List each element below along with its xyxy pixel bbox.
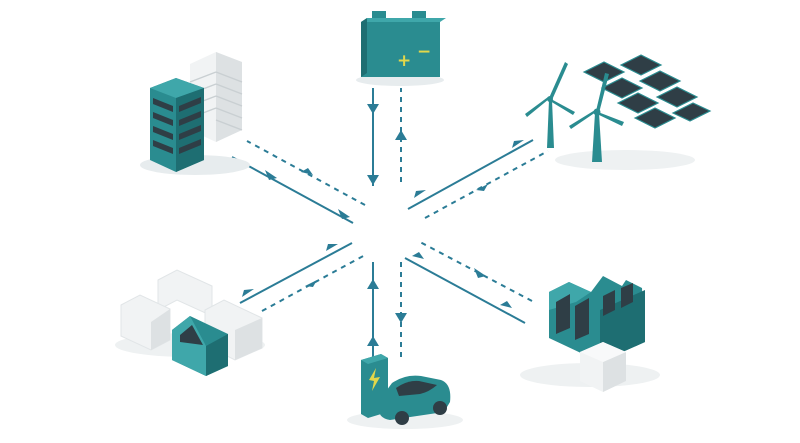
lightning-icon: [369, 368, 380, 391]
link-industry: [404, 241, 533, 324]
solid-line: [404, 257, 526, 324]
link-ev-charging: [367, 262, 407, 362]
ev-charging-icon: [347, 354, 463, 429]
arrow-down-icon: [395, 313, 407, 323]
arrow-icon: [474, 268, 486, 278]
link-homes: [239, 242, 366, 312]
battery-plus-label: +: [397, 51, 411, 71]
battery-icon: + −: [356, 11, 446, 86]
arrow-icon: [265, 170, 277, 180]
office-building-icon: [140, 52, 250, 175]
arrow-icon: [412, 252, 424, 259]
link-renewables: [407, 139, 549, 219]
arrow-icon: [301, 168, 313, 175]
solid-line: [231, 156, 354, 224]
arrow-up-icon: [367, 279, 379, 289]
arrow-icon: [338, 209, 350, 219]
link-battery: [367, 88, 407, 186]
arrow-down-icon: [367, 175, 379, 185]
arrow-up-icon: [367, 336, 379, 346]
house-icon: [115, 269, 265, 376]
link-offices: [231, 140, 366, 224]
arrow-icon: [512, 140, 524, 148]
arrow-icon: [242, 289, 254, 297]
arrow-up-icon: [395, 130, 407, 140]
factory-icon: [520, 276, 660, 392]
dashed-line: [246, 140, 366, 206]
wind-turbine-solar-icon: [525, 54, 712, 170]
arrow-icon: [326, 244, 338, 251]
arrow-down-icon: [367, 104, 379, 114]
arrow-icon: [414, 190, 426, 198]
flow-lines: [231, 88, 549, 362]
arrow-icon: [305, 280, 317, 287]
solid-line: [407, 139, 534, 210]
solid-line: [239, 242, 353, 304]
arrow-icon: [500, 301, 512, 308]
arrow-icon: [476, 184, 488, 191]
battery-minus-label: −: [417, 42, 431, 62]
dashed-line: [424, 150, 549, 219]
